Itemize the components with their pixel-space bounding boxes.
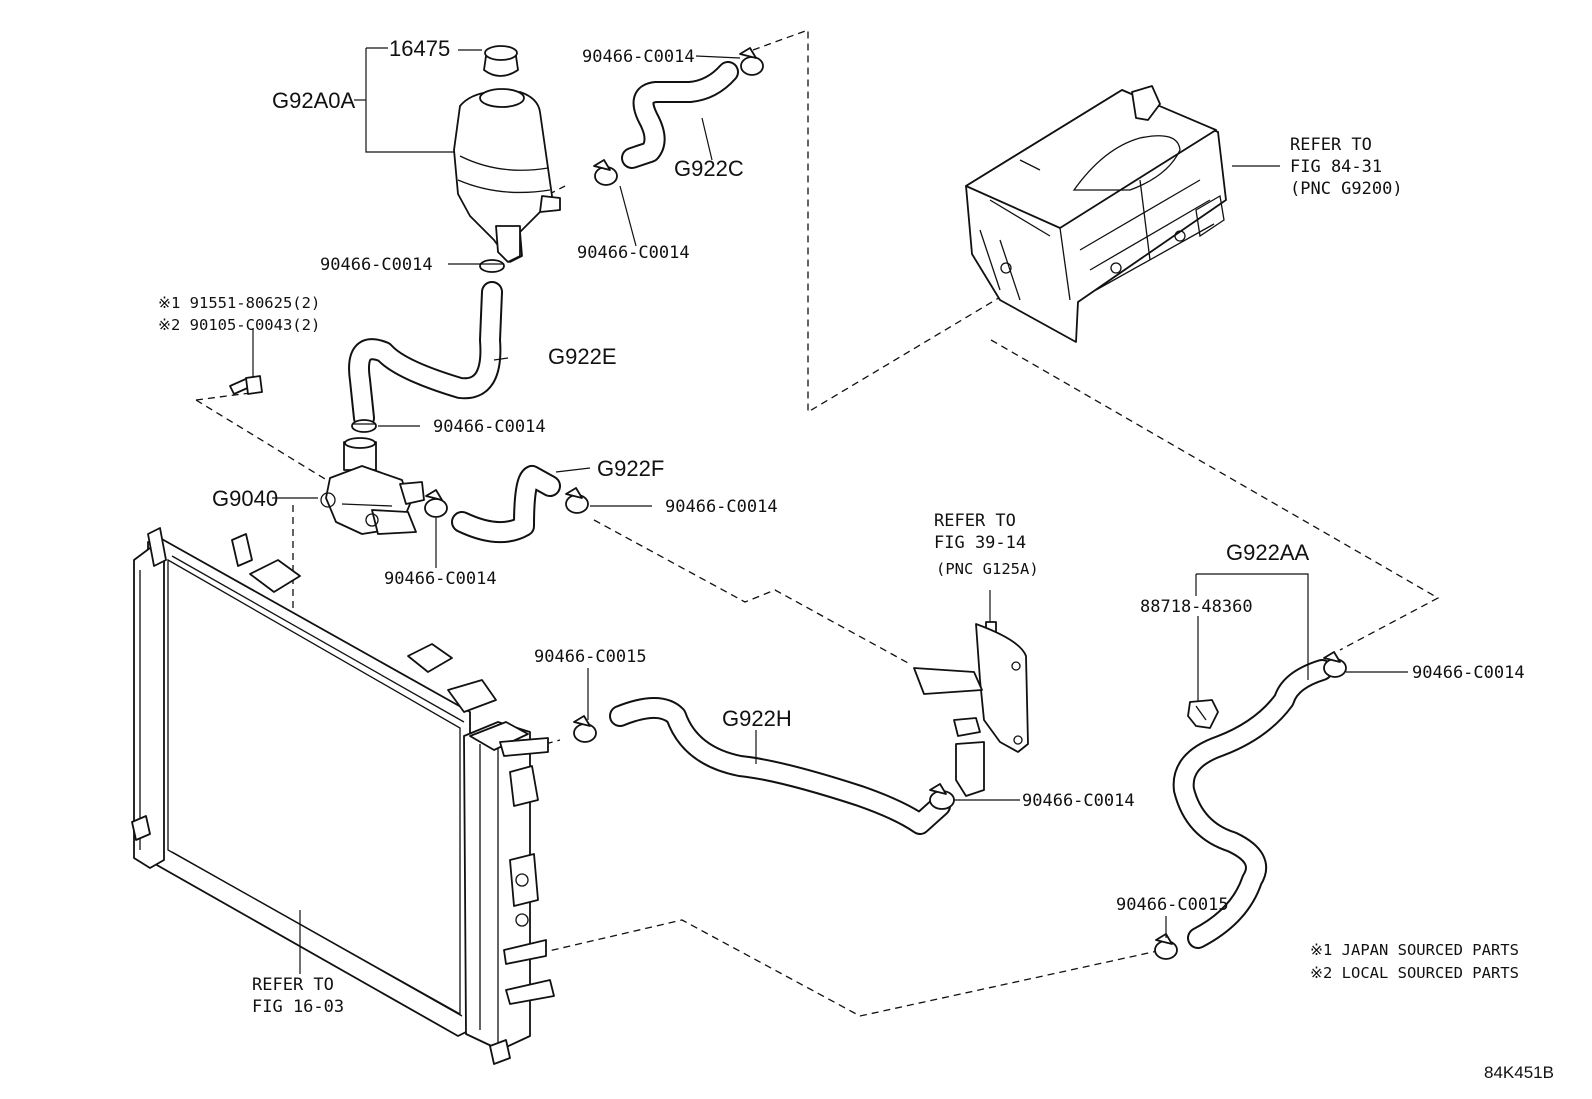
labels: 16475 G92A0A 90466-C0014 G922C 90466-C00…: [158, 36, 1554, 1082]
ref-inverter-line-2: FIG 84-31: [1290, 157, 1382, 177]
water-pump-g9040: [320, 437, 425, 535]
label-clamp: 90466-C0014: [582, 47, 695, 67]
clamps: [351, 47, 1347, 960]
note-japan-sourced: ※1 JAPAN SOURCED PARTS: [1310, 941, 1519, 959]
clamp-10: [1154, 933, 1178, 960]
label-clamp: 90466-C0014: [577, 243, 690, 263]
inverter-assembly: [965, 85, 1227, 343]
label-cap-16475: 16475: [389, 36, 450, 61]
label-clamp: 90466-C0014: [665, 497, 778, 517]
hose-g922c: [621, 61, 739, 169]
hose-g922aa: [1172, 659, 1333, 949]
leader-lines: [252, 47, 1408, 974]
clamp-2: [593, 159, 618, 186]
label-clamp-c0015: 90466-C0015: [534, 647, 647, 667]
clamp-9: [1323, 651, 1347, 678]
label-hose-g922h: G922H: [722, 706, 792, 731]
clamp-4: [351, 419, 377, 433]
ref-inverter-line-1: REFER TO: [1290, 135, 1372, 155]
label-hose-g922c: G922C: [674, 156, 744, 181]
label-pump-g9040: G9040: [212, 486, 278, 511]
ref-cooler-line-3: (PNC G125A): [936, 560, 1039, 578]
hose-g922e: [348, 281, 503, 429]
oil-cooler: [913, 621, 1029, 797]
reservoir-tank: [453, 45, 561, 263]
clamp-5: [424, 489, 448, 518]
figure-code: 84K451B: [1484, 1063, 1554, 1082]
label-hose-g922f: G922F: [597, 456, 664, 481]
label-clamp-c0015: 90466-C0015: [1116, 895, 1229, 915]
protector-88718: [1187, 699, 1219, 729]
label-clamp: 90466-C0014: [433, 417, 546, 437]
label-protector-88718: 88718-48360: [1140, 597, 1253, 617]
ref-inverter-line-3: (PNC G9200): [1290, 179, 1403, 199]
clamp-1: [739, 47, 764, 76]
label-hose-g922e: G922E: [548, 344, 617, 369]
hose-g922f: [451, 465, 561, 544]
clamp-7: [573, 715, 597, 743]
note-local-sourced: ※2 LOCAL SOURCED PARTS: [1310, 964, 1519, 982]
label-clamp: 90466-C0014: [1022, 791, 1135, 811]
ref-radiator-line-2: FIG 16-03: [252, 997, 344, 1017]
clamp-6: [565, 487, 589, 514]
label-clamp: 90466-C0014: [384, 569, 497, 589]
ref-cooler-line-2: FIG 39-14: [934, 533, 1026, 553]
radiator: [131, 527, 555, 1065]
clamp-8: [929, 783, 955, 810]
hose-g922h: [609, 697, 951, 835]
bolt: [229, 375, 263, 395]
ref-radiator-line-1: REFER TO: [252, 975, 334, 995]
label-clamp: 90466-C0014: [320, 255, 433, 275]
label-bolt-1: ※1 91551-80625(2): [158, 294, 320, 312]
clamp-3: [479, 259, 505, 273]
label-clamp: 90466-C0014: [1412, 663, 1525, 683]
ref-cooler-line-1: REFER TO: [934, 511, 1016, 531]
label-bolt-2: ※2 90105-C0043(2): [158, 316, 320, 334]
label-hose-g922aa: G922AA: [1226, 540, 1309, 565]
label-reservoir-g92a0a: G92A0A: [272, 88, 355, 113]
